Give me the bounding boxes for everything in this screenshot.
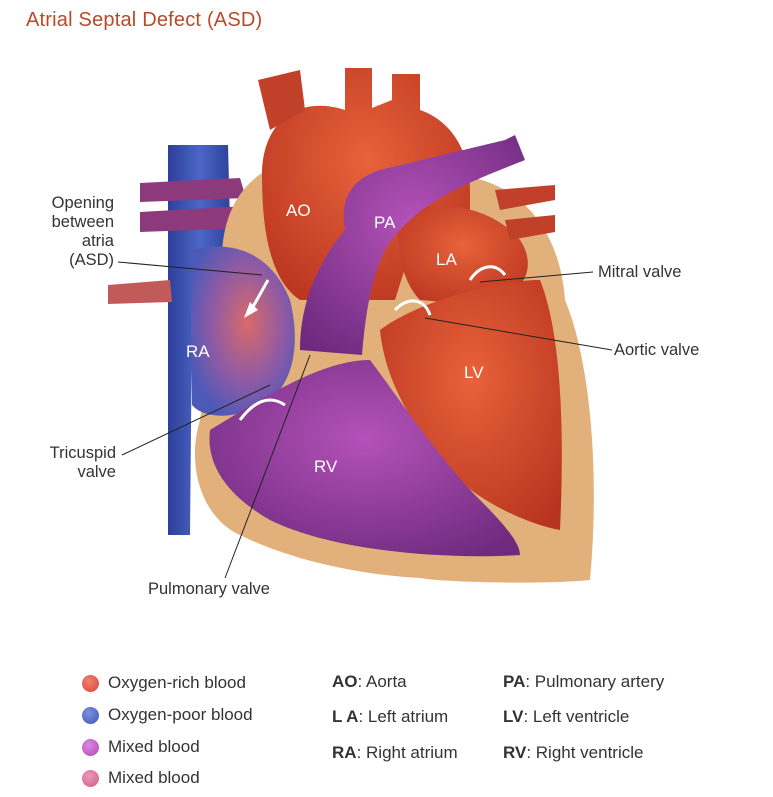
asd-text-3: atria [40, 232, 114, 251]
pulmonary-valve-label: Pulmonary valve [148, 580, 270, 599]
abbr-code: PA [503, 672, 525, 691]
legend-label: Oxygen-poor blood [108, 705, 253, 725]
tricuspid-text-1: Tricuspid [36, 444, 116, 463]
legend-item: Oxygen-rich blood [82, 673, 246, 693]
legend-swatch [82, 675, 99, 692]
abbr-text: : Aorta [358, 672, 407, 691]
legend-label: Oxygen-rich blood [108, 673, 246, 693]
legend-item: Mixed blood [82, 768, 200, 788]
label-lv: LV [464, 363, 484, 383]
abbr-lv: LV: Left ventricle [503, 707, 629, 727]
abbr-rv: RV: Right ventricle [503, 743, 643, 763]
legend-swatch [82, 739, 99, 756]
tricuspid-text-2: valve [36, 463, 116, 482]
abbr-text: : Pulmonary artery [525, 672, 664, 691]
abbr-code: AO [332, 672, 358, 691]
label-ao: AO [286, 201, 311, 221]
label-rv: RV [314, 457, 337, 477]
left-vessel-upper [140, 178, 246, 202]
abbr-code: L A [332, 707, 358, 726]
label-la: LA [436, 250, 457, 270]
legend-item: Mixed blood [82, 737, 200, 757]
abbr-text: : Left ventricle [523, 707, 629, 726]
aortic-valve-label: Aortic valve [614, 341, 699, 360]
mitral-valve-label: Mitral valve [598, 263, 681, 282]
heart-illustration [0, 0, 773, 640]
abbr-text: : Right atrium [357, 743, 458, 762]
legend-swatch [82, 770, 99, 787]
asd-text-4: (ASD) [40, 251, 114, 270]
abbr-ao: AO: Aorta [332, 672, 407, 692]
legend-swatch [82, 707, 99, 724]
abbr-ra: RA: Right atrium [332, 743, 458, 763]
label-pa: PA [374, 213, 395, 233]
abbr-pa: PA: Pulmonary artery [503, 672, 664, 692]
abbr-la: L A: Left atrium [332, 707, 448, 727]
abbr-code: RV [503, 743, 526, 762]
abbr-code: LV [503, 707, 523, 726]
asd-text-1: Opening [40, 194, 114, 213]
legend-item: Oxygen-poor blood [82, 705, 253, 725]
abbr-text: : Right ventricle [526, 743, 643, 762]
tricuspid-callout: Tricuspid valve [36, 444, 116, 482]
left-vessel-low [108, 280, 172, 304]
legend-label: Mixed blood [108, 737, 200, 757]
abbr-code: RA [332, 743, 357, 762]
abbr-text: : Left atrium [358, 707, 448, 726]
legend-label: Mixed blood [108, 768, 200, 788]
asd-callout: Opening between atria (ASD) [40, 194, 114, 270]
asd-text-2: between [40, 213, 114, 232]
label-ra: RA [186, 342, 210, 362]
